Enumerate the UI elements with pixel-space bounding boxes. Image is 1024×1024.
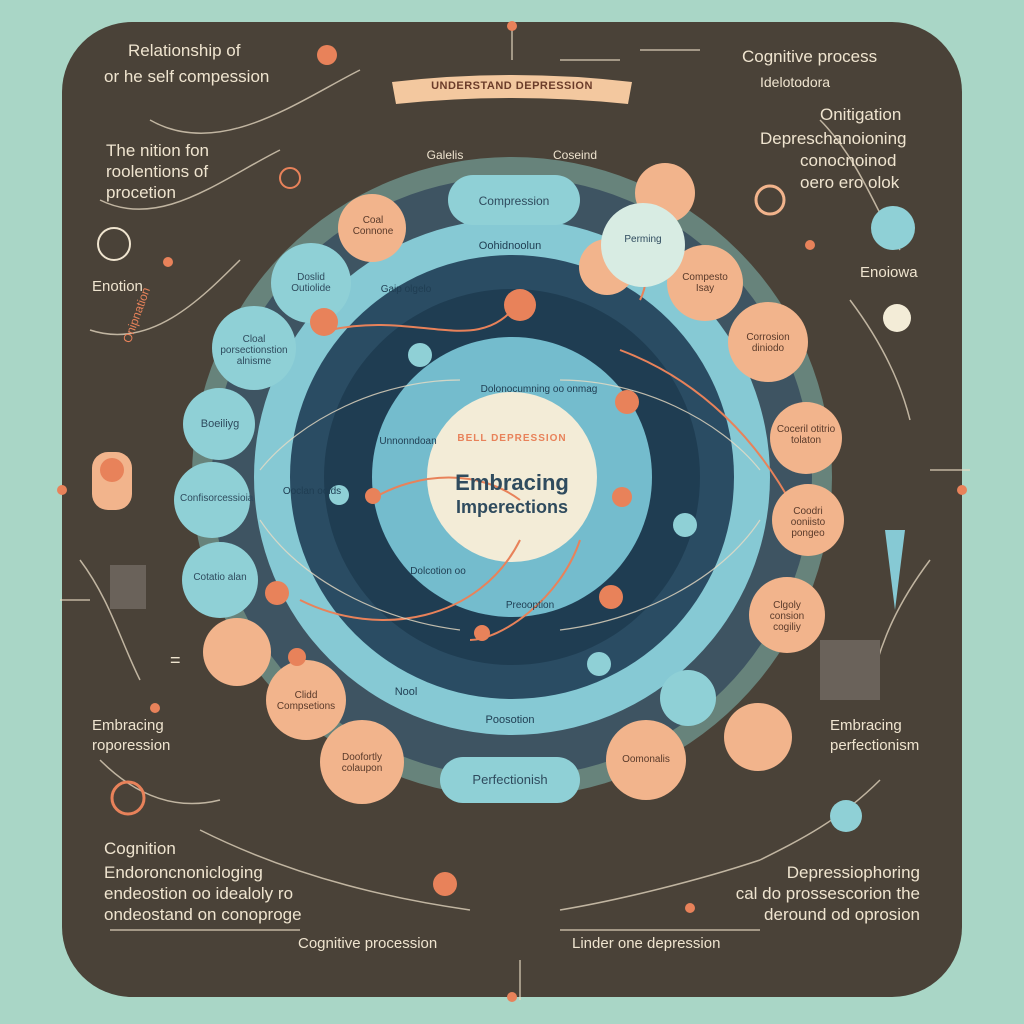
right-embrace-line1: Embracing (830, 717, 902, 734)
label-right-bubble-3: Coceril otitrio tolaton (776, 424, 836, 446)
bubble (203, 618, 271, 686)
bubble (320, 720, 404, 804)
bubble (770, 402, 842, 474)
ring-label-outer-bottom-2: Poosotion (485, 714, 535, 726)
bubble (212, 306, 296, 390)
bubble (606, 720, 686, 800)
label-bottom-right-bubble: Oomonalis (622, 754, 670, 765)
right-dep-line3: deround od oprosion (764, 905, 920, 924)
ring-label-inner-top: Dolonocumning oo onmag (480, 384, 598, 395)
ring-label-inner-bottom: Preooption (505, 600, 555, 611)
left-top-line1: Relationship of (128, 41, 241, 60)
label-right-bubble-5: Clgoly consion cogiliy (769, 600, 805, 633)
right-embrace-line2: perfectionism (830, 737, 920, 754)
bubble (271, 243, 351, 323)
left-embrace-line1: Embracing (92, 717, 164, 734)
banner-ribbon (392, 75, 632, 104)
right-top-sub: Idelotodora (760, 74, 831, 90)
label-left-bubble-4: Cotatio alan (193, 572, 247, 583)
label-top-left-bubble: Coal Connone (352, 215, 394, 237)
bubble (182, 542, 258, 618)
ring-lines (259, 379, 761, 631)
bubble (338, 194, 406, 262)
ring-label-outer-top-left: Gaip olgelo (380, 284, 432, 295)
right-emotion-label: Enoiowa (860, 264, 918, 281)
bubble (174, 462, 250, 538)
bubble (749, 577, 825, 653)
right-dep-line2: cal do prossescorion the (735, 884, 920, 903)
left-embrace-line2: roporession (92, 737, 171, 754)
ring-label-inner-left: Unnonndoan (379, 436, 437, 447)
right-top-title: Cognitive process (742, 47, 878, 66)
connector-curves (299, 251, 801, 641)
banner-text: UNDERSTAND DEPRESSION (431, 80, 593, 92)
bubbles-blue (174, 203, 716, 726)
center-title-line1: Embracing (455, 470, 569, 495)
label-perfectionism-pill: Perfectionish (472, 772, 548, 787)
top-tab-left: Galelis (426, 148, 464, 162)
ring-label-outer-top: Oohidnoolun (478, 240, 542, 252)
label-bottom-left-bubble-1: Clidd Compsetions (276, 690, 336, 712)
label-right-bubble-2: Corrosion diniodo (746, 332, 790, 354)
bubble (667, 245, 743, 321)
label-right-bubble-4: Coodri ooniisto pongeo (790, 506, 826, 539)
left-cognition-line2: endeostion oo idealoly ro (104, 884, 294, 903)
left-cognition-line3: ondeostand on conoproge (104, 905, 302, 924)
label-bottom-left-bubble-2: Doofortly colaupon (341, 752, 383, 774)
label-upper-left-bubble: Doslid Outiolide (291, 272, 331, 294)
side-icons (92, 45, 915, 896)
center-disc (427, 392, 597, 562)
left-mid-line2: roolentions of (106, 162, 209, 181)
bubble (772, 484, 844, 556)
left-mid-line1: The nition fon (106, 141, 210, 160)
ring-label-bottom-left: Dolcotion oo (410, 566, 466, 577)
nodes (265, 289, 697, 676)
label-compression-pill: Compression (478, 194, 550, 208)
label-left-bubble-2: Boeiliyg (200, 418, 240, 430)
label-top-right-bubble: Perming (624, 234, 662, 245)
left-cognition-line1: Endoroncnonicloging (104, 863, 263, 882)
center-arc-label: BELL DEPRESSION (457, 433, 567, 444)
bubble (728, 302, 808, 382)
top-tab-right: Coseind (552, 148, 598, 162)
label-right-bubble-1: Compesto Isay (682, 272, 728, 294)
bubbles-orange (203, 163, 844, 804)
bottom-right-label: Linder one depression (572, 935, 721, 952)
bubble (660, 670, 716, 726)
center-title-line2: Imperections (455, 497, 569, 517)
ring-label-outer-left: Ooclan oolds (282, 486, 342, 497)
label-left-bubble-1: Cloal porsectionstion alnisme (220, 334, 288, 367)
bubble (266, 660, 346, 740)
left-mid-line3: procetion (106, 183, 176, 202)
right-dep-line1: Depressiophoring (786, 863, 920, 882)
bubble (601, 203, 685, 287)
equals-sign: = (170, 650, 181, 670)
right-mid-title: Onitigation (820, 105, 902, 124)
bubble (724, 703, 792, 771)
ring-label-outer-bottom-1: Nool (394, 686, 418, 698)
left-emotion-label: Enotion (92, 278, 143, 295)
label-left-bubble-3: Confisorcessioia (180, 493, 254, 504)
bubble (183, 388, 255, 460)
left-top-line2: or he self compession (104, 67, 270, 86)
right-mid-line3: oero ero olok (800, 173, 900, 192)
flow-lines (60, 30, 970, 1000)
left-cognition-title: Cognition (104, 839, 176, 858)
bottom-left-label: Cognitive procession (298, 935, 438, 952)
edge-dots (57, 21, 967, 1002)
right-mid-line2: conocnoinod (800, 151, 897, 170)
right-mid-line1: Depreschanoioning (760, 129, 907, 148)
pill-compression (448, 175, 580, 225)
pill-perfectionism (440, 757, 580, 803)
